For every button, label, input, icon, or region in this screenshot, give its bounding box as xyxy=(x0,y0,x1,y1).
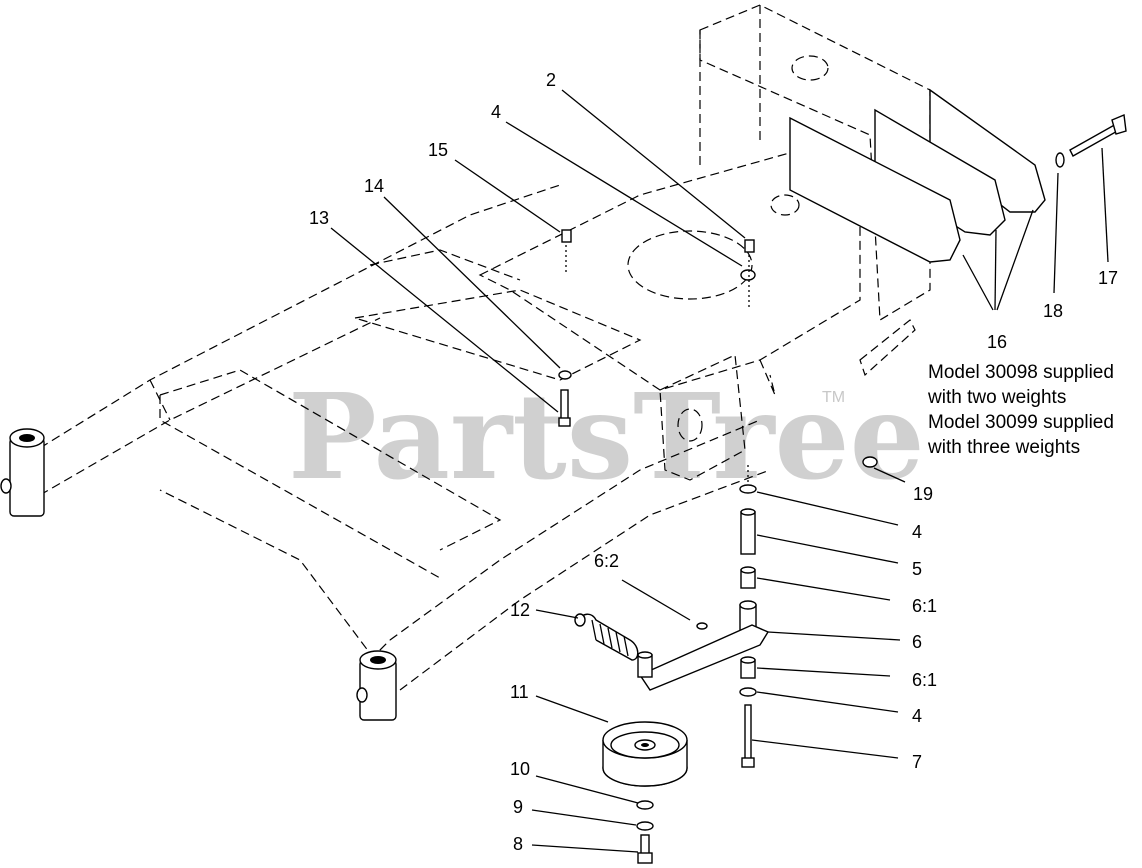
left-rear-caster-tube xyxy=(0,428,45,517)
callout-6-1-upper: 6:1 xyxy=(912,596,937,616)
callout-2: 2 xyxy=(546,70,556,90)
callout-18: 18 xyxy=(1043,301,1063,321)
callout-7: 7 xyxy=(912,752,922,772)
callout-13: 13 xyxy=(309,208,329,228)
weights-note-line: Model 30098 supplied xyxy=(928,362,1114,383)
left-front-caster-tube xyxy=(356,650,397,721)
callout-5: 5 xyxy=(912,559,922,579)
callout-14: 14 xyxy=(364,176,384,196)
callout-6: 6 xyxy=(912,632,922,652)
deck-hardware xyxy=(558,229,756,427)
idler-bolt-stack xyxy=(739,656,757,768)
weights-note-line: Model 30099 supplied xyxy=(928,412,1114,433)
mower-frame xyxy=(39,4,931,691)
callout-8: 8 xyxy=(513,834,523,854)
nut-19 xyxy=(862,456,878,468)
washer-9 xyxy=(636,821,654,831)
idler-stack xyxy=(739,465,757,634)
watermark-text: PartsTree xyxy=(288,367,925,506)
callout-10: 10 xyxy=(510,759,530,779)
callout-9: 9 xyxy=(513,797,523,817)
callout-16: 16 xyxy=(987,332,1007,352)
callout-11: 11 xyxy=(510,682,529,702)
leader-lines xyxy=(330,89,1109,853)
washer-18 xyxy=(1055,152,1065,168)
callout-6-1-lower: 6:1 xyxy=(912,670,937,690)
callout-19: 19 xyxy=(913,484,933,504)
spring-12 xyxy=(574,613,639,661)
callout-17: 17 xyxy=(1098,268,1118,288)
washer-10 xyxy=(636,800,654,810)
idler-arm xyxy=(637,622,770,691)
callout-4-top: 4 xyxy=(491,102,501,122)
callout-4-washer: 4 xyxy=(912,522,922,542)
bolt-8 xyxy=(637,834,653,864)
callout-4-lower: 4 xyxy=(912,706,922,726)
callout-15: 15 xyxy=(428,140,448,160)
callout-labels: 2 4 15 14 13 16 17 18 19 4 5 6:1 6 6:1 4… xyxy=(309,70,1118,854)
watermark-trademark: TM xyxy=(822,389,845,406)
callout-6-2: 6:2 xyxy=(594,551,619,571)
idler-pulley xyxy=(602,721,688,787)
weights-note: Model 30098 supplied with two weights Mo… xyxy=(928,360,1114,460)
callout-12: 12 xyxy=(510,600,530,620)
bolt-17 xyxy=(1069,113,1127,157)
weights-note-line: with two weights xyxy=(928,387,1067,408)
weight-plates xyxy=(789,88,1046,263)
weights-note-line: with three weights xyxy=(928,437,1081,458)
